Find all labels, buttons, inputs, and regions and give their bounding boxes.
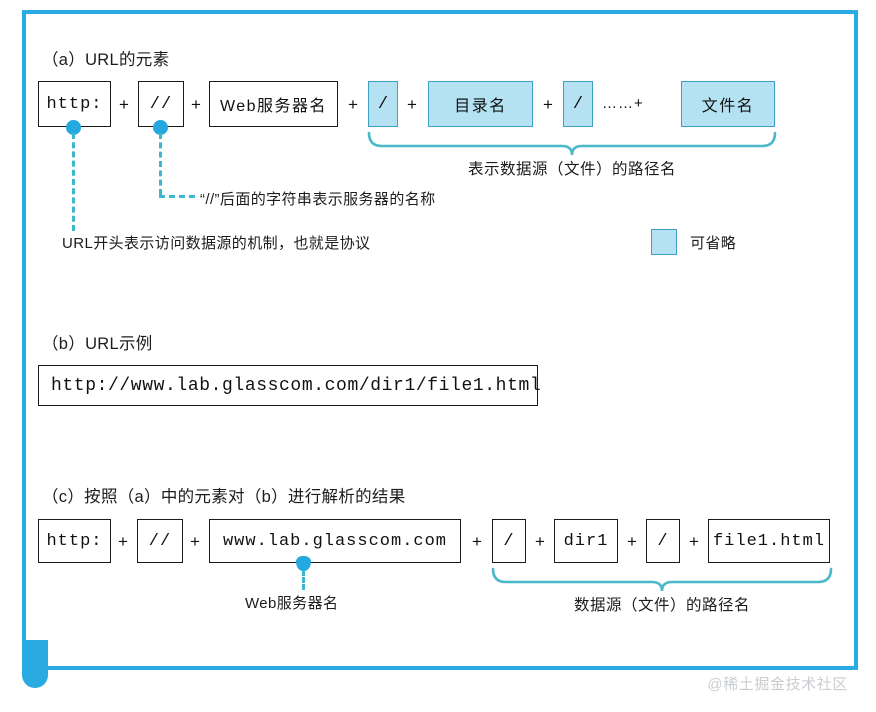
callout-leader-double-slash-horizontal [159, 195, 195, 198]
plus-operator: + [191, 95, 201, 114]
ellipsis-operator: ……+ [602, 95, 644, 112]
element-box-path-slash-1: / [368, 81, 398, 127]
legend-swatch-omittable [651, 229, 677, 255]
callout-dot-double-slash [153, 120, 168, 135]
callout-text-scheme: URL开头表示访问数据源的机制，也就是协议 [62, 235, 371, 252]
plus-operator: + [543, 95, 553, 114]
parsed-box-path-slash-2: / [646, 519, 680, 563]
section-c-heading: （c）按照（a）中的元素对（b）进行解析的结果 [42, 488, 406, 506]
plus-operator: + [627, 532, 637, 551]
callout-text-parsed-server: Web服务器名 [245, 595, 339, 612]
section-a-heading: （a）URL的元素 [42, 51, 170, 69]
frame-tab-accent [22, 640, 48, 688]
outer-frame [22, 10, 858, 670]
plus-operator: + [348, 95, 358, 114]
element-box-directory-name: 目录名 [428, 81, 533, 127]
parsed-box-double-slash: // [137, 519, 183, 563]
callout-leader-scheme [72, 133, 75, 231]
element-box-path-slash-2: / [563, 81, 593, 127]
parsed-box-directory: dir1 [554, 519, 618, 563]
element-box-server-name: Web服务器名 [209, 81, 338, 127]
parsed-box-file-name: file1.html [708, 519, 830, 563]
plus-operator: + [472, 532, 482, 551]
plus-operator: + [689, 532, 699, 551]
parsed-box-scheme: http: [38, 519, 111, 563]
path-brace [367, 131, 777, 156]
element-box-file-name: 文件名 [681, 81, 775, 127]
callout-dot-scheme [66, 120, 81, 135]
legend-label-omittable: 可省略 [690, 235, 737, 252]
path-brace-label: 表示数据源（文件）的路径名 [467, 161, 676, 178]
callout-dot-parsed-server [296, 556, 311, 571]
plus-operator: + [119, 95, 129, 114]
plus-operator: + [190, 532, 200, 551]
section-b-heading: （b）URL示例 [42, 335, 153, 353]
callout-text-double-slash: “//”后面的字符串表示服务器的名称 [200, 191, 436, 208]
parsed-box-server-name: www.lab.glasscom.com [209, 519, 461, 563]
plus-operator: + [535, 532, 545, 551]
parsed-box-path-slash-1: / [492, 519, 526, 563]
url-example-field: http://www.lab.glasscom.com/dir1/file1.h… [38, 365, 541, 406]
parsed-path-brace-label: 数据源（文件）的路径名 [573, 597, 750, 614]
plus-operator: + [118, 532, 128, 551]
watermark: @稀土掘金技术社区 [707, 676, 848, 693]
callout-leader-double-slash-vertical [159, 133, 162, 195]
parsed-path-brace [491, 567, 833, 592]
plus-operator: + [407, 95, 417, 114]
callout-leader-parsed-server [302, 570, 305, 590]
